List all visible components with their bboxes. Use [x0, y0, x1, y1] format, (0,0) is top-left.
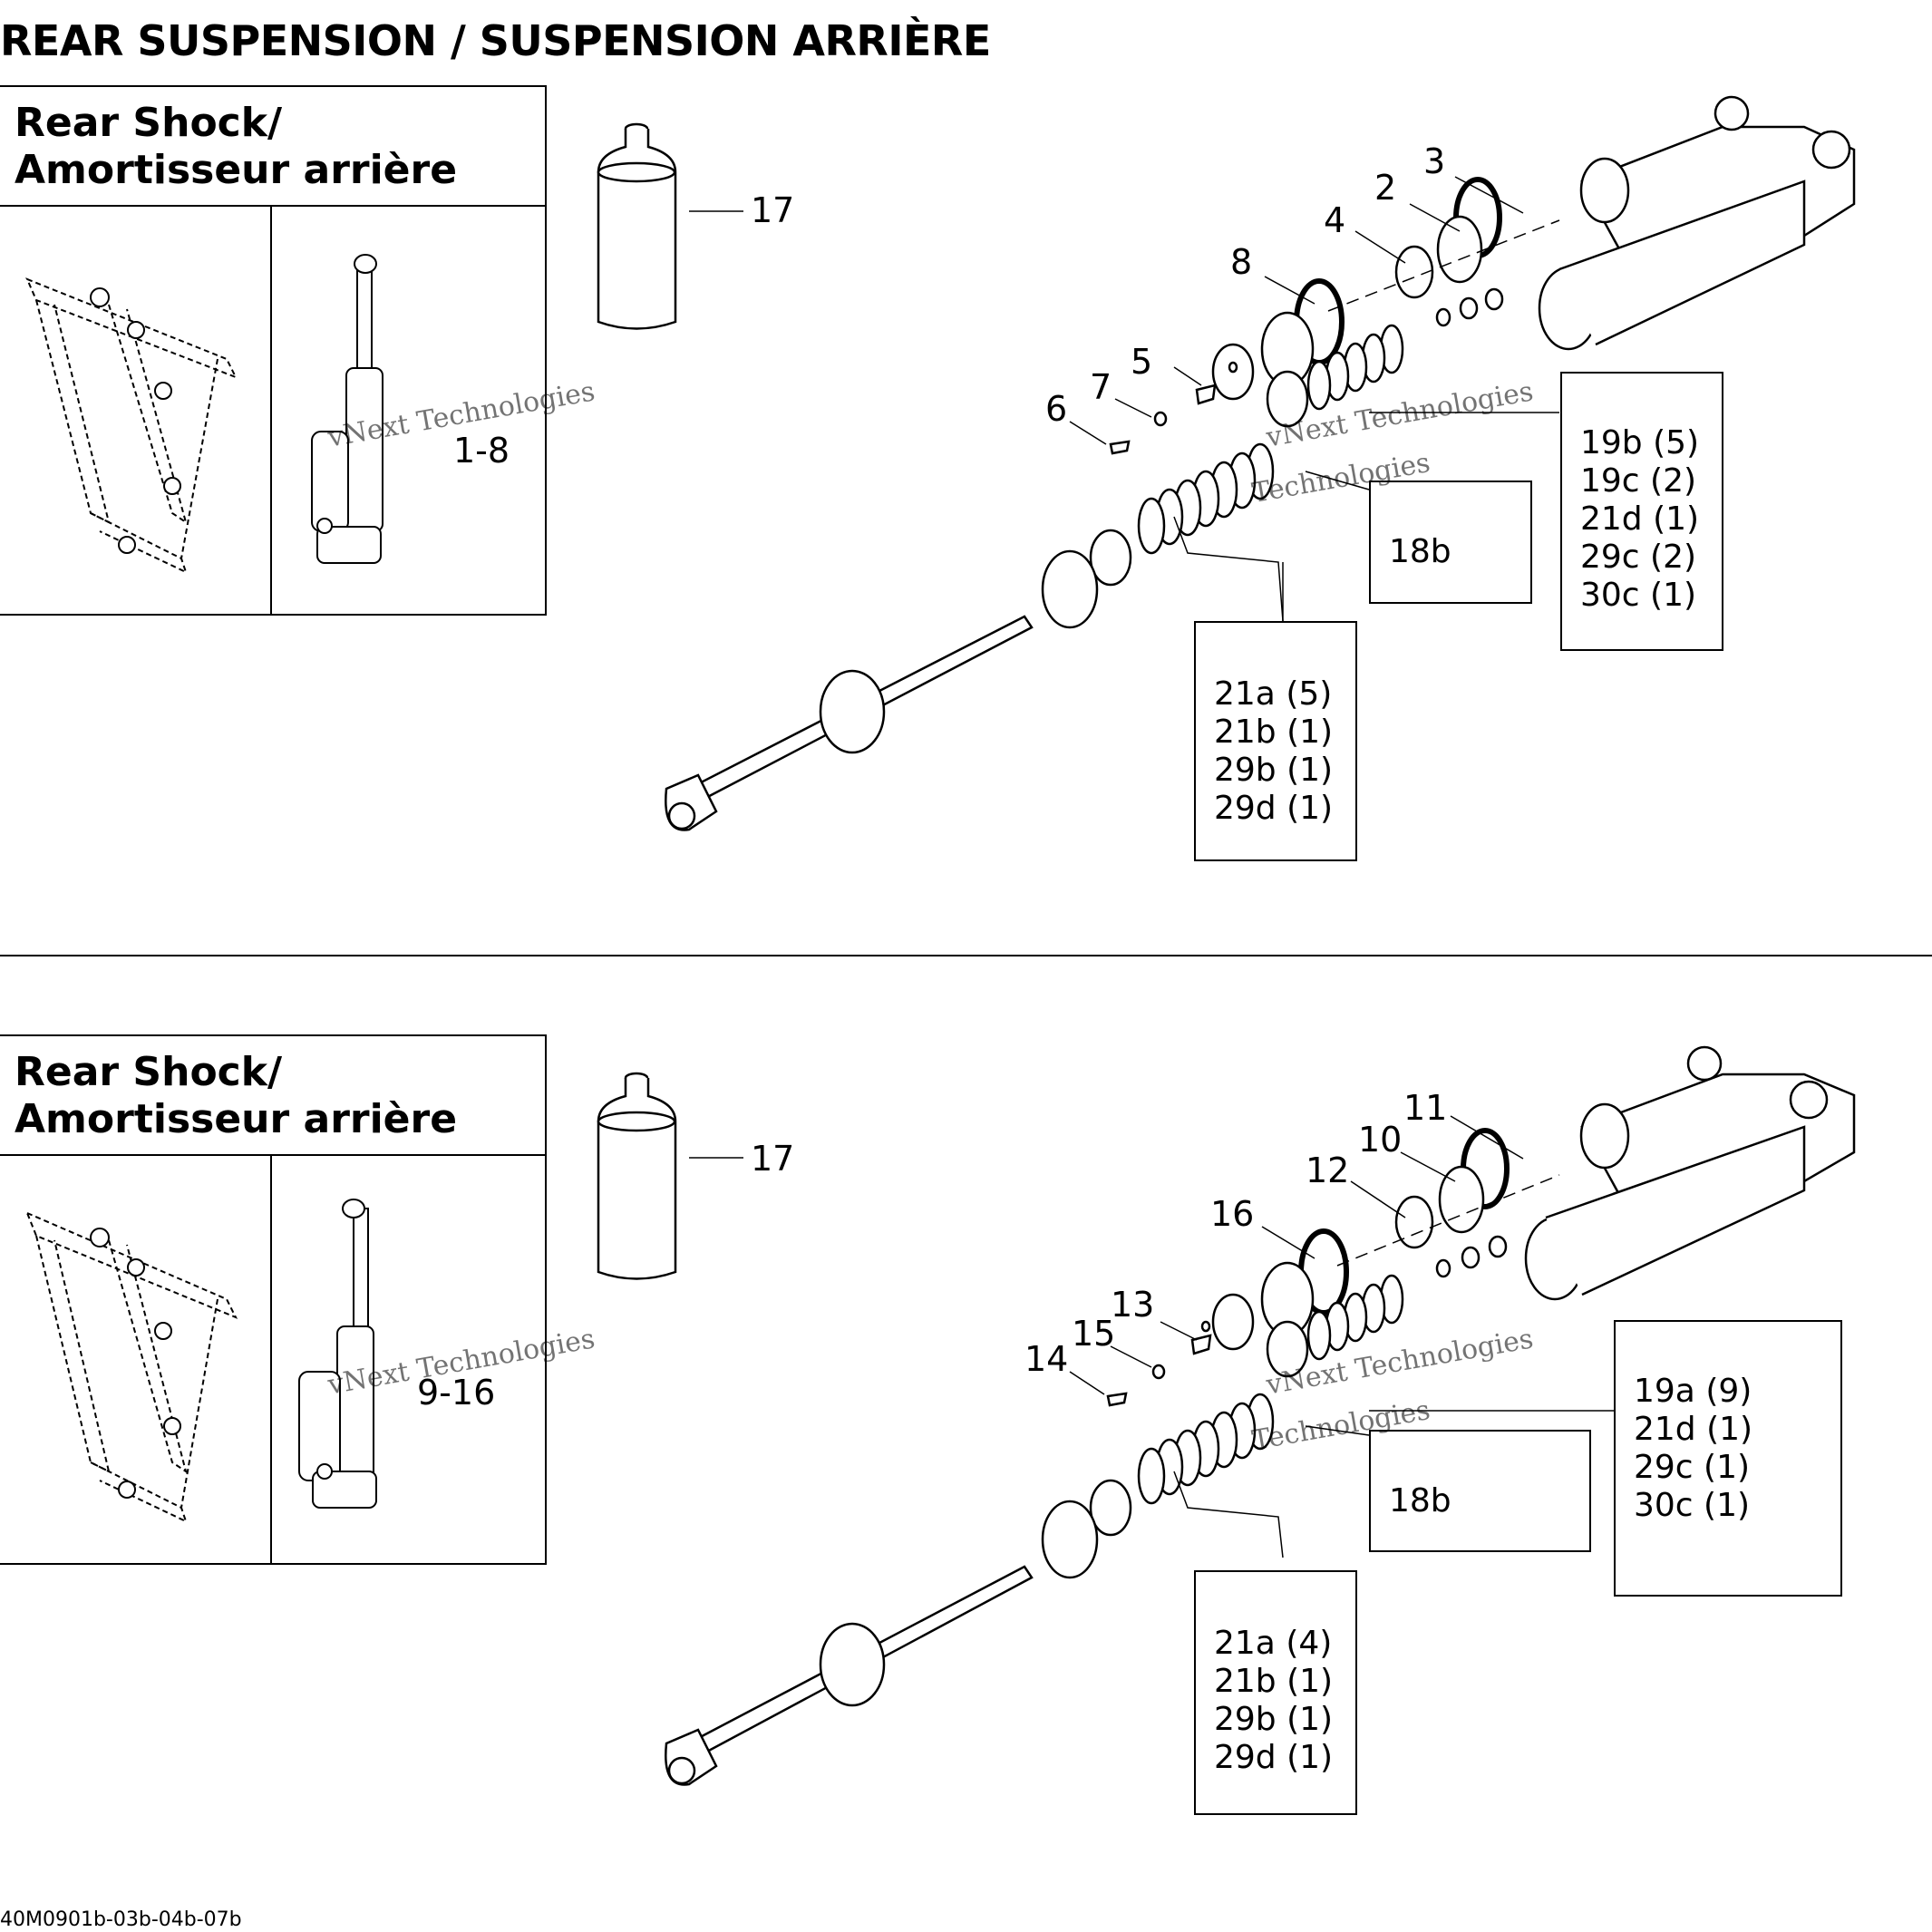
panel-header: Rear Shock/ Amortisseur arrière	[0, 87, 545, 207]
box-row: 21d (1)	[1634, 1411, 1753, 1448]
part-label: 4	[1324, 200, 1346, 240]
parts-box-19: 19a (9) 21d (1) 29c (1) 30c (1)	[1614, 1320, 1842, 1597]
panel-divider	[270, 207, 272, 616]
box-row: 21d (1)	[1580, 500, 1700, 538]
panel-title-en: Rear Shock/	[15, 100, 283, 146]
parts-box-18b: 18b	[1369, 1430, 1591, 1552]
box-row: 21b (1)	[1214, 714, 1334, 751]
parts-box-18b: 18b	[1369, 481, 1532, 604]
panel-title-fr: Amortisseur arrière	[15, 147, 458, 193]
parts-box-21: 21a (5) 21b (1) 29b (1) 29d (1)	[1194, 621, 1357, 861]
box-row: 21a (4)	[1214, 1625, 1333, 1662]
box-row: 19a (9)	[1634, 1373, 1752, 1410]
rear-shock-panel-1: Rear Shock/ Amortisseur arrière	[0, 85, 547, 616]
panel-divider	[270, 1156, 272, 1565]
box-row: 21b (1)	[1214, 1663, 1334, 1700]
part-label: 6	[1045, 389, 1068, 429]
part-label: 17	[751, 190, 795, 230]
box-row: 30c (1)	[1634, 1487, 1751, 1524]
box-row: 29b (1)	[1214, 1701, 1334, 1738]
frame-and-shock-thumbnail	[25, 1199, 377, 1523]
box-row: 21a (5)	[1214, 675, 1333, 713]
box-row: 19c (2)	[1580, 462, 1697, 500]
part-label: 13	[1111, 1285, 1155, 1325]
box-row: 29c (2)	[1580, 539, 1697, 576]
parts-box-21: 21a (4) 21b (1) 29b (1) 29d (1)	[1194, 1570, 1357, 1815]
part-label: 10	[1358, 1120, 1403, 1160]
part-label: 12	[1306, 1150, 1350, 1190]
page-title: REAR SUSPENSION / SUSPENSION ARRIÈRE	[0, 16, 991, 65]
panel-title-en: Rear Shock/	[15, 1049, 283, 1095]
box-row: 30c (1)	[1580, 577, 1697, 614]
part-label: 8	[1230, 242, 1253, 282]
part-label: 11	[1403, 1088, 1448, 1128]
part-label: 17	[751, 1139, 795, 1179]
frame-and-shock-thumbnail	[25, 254, 383, 574]
panel-header: Rear Shock/ Amortisseur arrière	[0, 1036, 545, 1156]
parts-box-19: 19b (5) 19c (2) 21d (1) 29c (2) 30c (1)	[1560, 372, 1723, 651]
box-row: 18b	[1389, 1482, 1451, 1519]
part-label: 5	[1131, 342, 1153, 382]
box-row: 29d (1)	[1214, 1739, 1334, 1776]
box-row: 29c (1)	[1634, 1449, 1751, 1486]
exploded-view-2	[597, 1045, 1856, 1786]
drawing-reference: 40M0901b-03b-04b-07b	[0, 1908, 242, 1931]
rear-shock-panel-2: Rear Shock/ Amortisseur arrière	[0, 1034, 547, 1565]
panel-title-fr: Amortisseur arrière	[15, 1096, 458, 1142]
exploded-view-1	[597, 95, 1856, 831]
part-label: 3	[1423, 141, 1446, 181]
section-divider	[0, 955, 1932, 956]
box-row: 29b (1)	[1214, 752, 1334, 789]
assembly-callout: 1-8	[453, 431, 510, 471]
assembly-callout: 9-16	[417, 1373, 496, 1413]
box-row: 19b (5)	[1580, 424, 1700, 461]
box-row: 29d (1)	[1214, 790, 1334, 827]
part-label: 7	[1090, 367, 1112, 407]
part-label: 2	[1374, 168, 1397, 208]
part-label: 16	[1210, 1194, 1255, 1234]
part-label: 14	[1024, 1339, 1069, 1379]
part-label: 15	[1072, 1314, 1116, 1354]
box-row: 18b	[1389, 533, 1451, 570]
